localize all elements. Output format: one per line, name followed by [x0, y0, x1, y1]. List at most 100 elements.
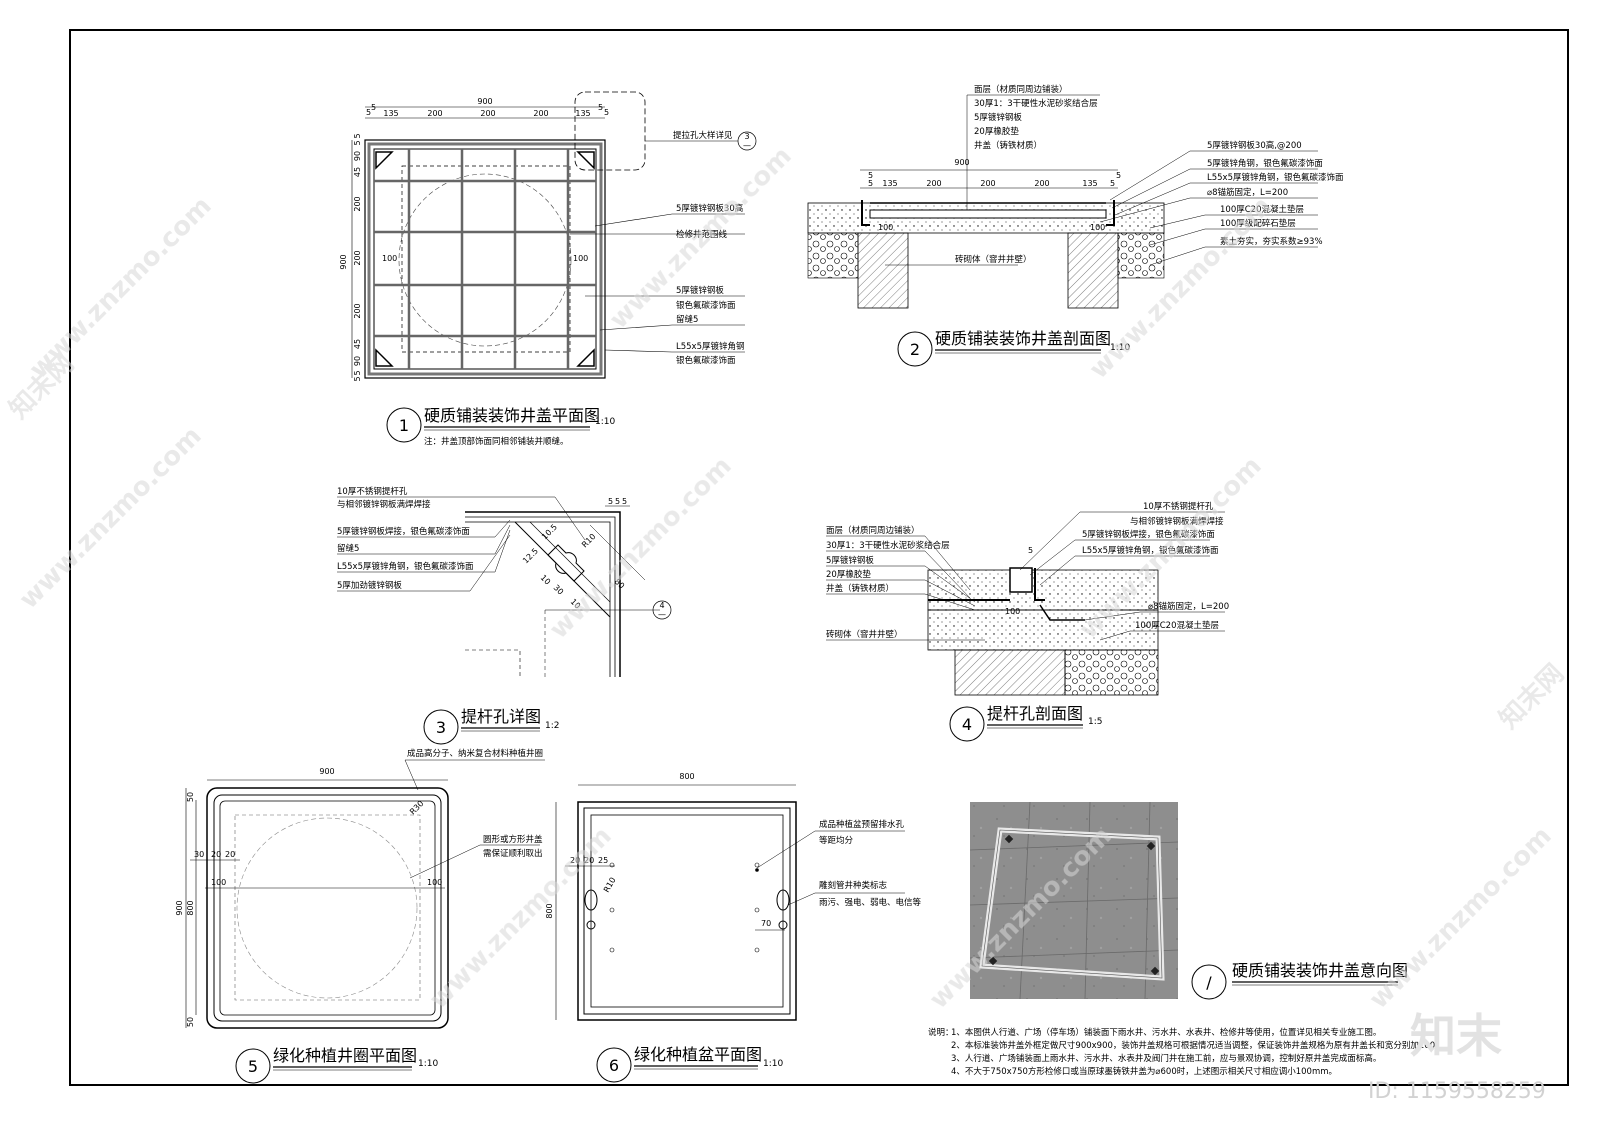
d7-corner-marks	[988, 834, 1160, 976]
svg-text:与相邻镀锌钢板满焊焊接: 与相邻镀锌钢板满焊焊接	[337, 499, 431, 510]
d1-dim-left: 45	[353, 167, 362, 177]
d2-gravel-right	[1117, 232, 1165, 279]
svg-text:5厚镀锌钢板焊接，银色氟碳漆饰面: 5厚镀锌钢板焊接，银色氟碳漆饰面	[337, 526, 470, 537]
d2-title: 硬质铺装装饰井盖剖面图	[935, 329, 1111, 348]
d1-label: 银色氟碳漆饰面	[676, 300, 736, 311]
d2-dim: 200	[1034, 179, 1049, 188]
d1-overall-left: 900	[339, 254, 348, 269]
d3-dim: R10	[580, 532, 598, 550]
d1-dim-left: 90	[353, 356, 362, 366]
d2-dim-inner: 100	[1090, 223, 1105, 232]
d3-dim: 5	[622, 497, 627, 506]
d1-dim-top: 5	[371, 103, 376, 112]
svg-text:www.znzmo.com: www.znzmo.com	[544, 451, 738, 645]
d1-dim-left: 200	[353, 250, 362, 265]
d5-overall-top: 900	[319, 767, 334, 776]
d6-scale: 1:10	[763, 1059, 783, 1069]
d6-dim-row: 20	[570, 856, 580, 865]
svg-text:砖砌体（窨井井壁）: 砖砌体（窨井井壁）	[826, 629, 903, 640]
d5-range-line	[234, 814, 421, 1001]
d7-title: 硬质铺装装饰井盖意向图	[1232, 961, 1408, 980]
drawing-1-plan: 900 5 5 135 200 200 200 135 5 5 900 5 5 …	[339, 91, 757, 447]
d5-circle	[236, 817, 418, 999]
d5-dim-50: 50	[186, 1017, 195, 1027]
d3-ref-dash: —	[658, 610, 666, 619]
d5-outer	[206, 787, 449, 1029]
drawing-4-section: 面层（材质同周边铺装） 30厚1：3干硬性水泥砂浆结合层 5厚镀锌钢板 20厚橡…	[826, 501, 1229, 742]
d1-well-circle	[398, 173, 572, 347]
notes-item: 2、本标准装饰井盖外框定做尺寸900x900，装饰井盖规格可根据情况适当调整，保…	[951, 1040, 1444, 1051]
d4-scale: 1:5	[1088, 717, 1102, 727]
d6-title: 绿化种植盆平面图	[634, 1045, 762, 1064]
d2-title-number: 2	[910, 340, 920, 359]
svg-text:L55x5厚镀锌角钢，银色氟碳漆饰面: L55x5厚镀锌角钢，银色氟碳漆饰面	[1207, 172, 1344, 183]
d6-title-bubble	[596, 1047, 632, 1083]
d2-dim: 5	[868, 171, 873, 180]
svg-text:L55x5厚镀锌角钢，银色氟碳漆饰面: L55x5厚镀锌角钢，银色氟碳漆饰面	[1082, 545, 1219, 556]
d6-mid	[583, 807, 791, 1015]
d1-outer-frame	[364, 139, 606, 379]
d5-dim-inner: 100	[427, 878, 442, 887]
sheet-border	[69, 29, 1569, 1086]
d3-dim: 10.5	[540, 522, 559, 541]
d6-label: 等距均分	[819, 835, 854, 846]
watermarks: www.znzmo.com www.znzmo.com www.znzmo.co…	[4, 141, 1570, 1015]
d1-title-number: 1	[399, 416, 409, 435]
d1-dim-top: 200	[533, 109, 548, 118]
d1-note: 注：井盖顶部饰面同相邻铺装并顺缝。	[424, 436, 569, 447]
d2-layer-labels: 面层（材质同周边铺装） 30厚1：3干硬性水泥砂浆结合层 5厚镀锌钢板 20厚橡…	[966, 84, 1100, 212]
svg-text:www.znzmo.com: www.znzmo.com	[14, 421, 208, 615]
d5-dim-row: 30	[194, 850, 204, 859]
d1-ref-label: 提拉孔大样详见	[673, 130, 733, 141]
d5-title: 绿化种植井圈平面图	[273, 1046, 417, 1065]
d1-ref-dash: —	[743, 141, 751, 150]
d3-ref-bubble	[652, 600, 672, 620]
svg-text:5厚镀锌钢板: 5厚镀锌钢板	[974, 112, 1022, 123]
d3-title-number: 3	[436, 718, 446, 737]
d2-dim: 5	[868, 179, 873, 188]
d1-scale: 1:10	[595, 417, 615, 427]
d5-dim-row: 20	[225, 850, 235, 859]
notes-item: 1、本图供人行道、广场（停车场）铺装面下雨水井、污水井、水表井、检修井等使用，位…	[951, 1027, 1381, 1038]
d2-gravel-left	[807, 232, 859, 279]
d2-dim: 200	[980, 179, 995, 188]
d2-angle-left	[861, 200, 870, 226]
svg-text:⌀8锚筋固定，L=200: ⌀8锚筋固定，L=200	[1207, 187, 1288, 198]
d2-scale: 1:10	[1110, 343, 1130, 353]
d1-dim-top: 135	[383, 109, 398, 118]
d1-inner-frame	[373, 148, 597, 370]
d2-angle-right	[1106, 200, 1115, 226]
d3-ref-number: 4	[659, 601, 664, 610]
d6-outer	[577, 801, 797, 1021]
d3-title: 提杆孔详图	[461, 707, 541, 726]
d3-dim: 30	[552, 583, 566, 597]
id-text: ID: 1159558259	[1368, 1079, 1546, 1104]
d3-plate-diagonal	[514, 521, 611, 618]
d1-dim-top: 200	[480, 109, 495, 118]
d2-wall-left	[857, 232, 909, 309]
d2-right-labels: 5厚镀锌钢板30高,@200 5厚镀锌角钢，银色氟碳漆饰面 L55x5厚镀锌角钢…	[1099, 140, 1344, 266]
d1-dim-left: 45	[353, 339, 362, 349]
d1-label: L55x5厚镀锌角钢	[676, 341, 745, 352]
general-notes: 说明： 1、本图供人行道、广场（停车场）铺装面下雨水井、污水井、水表井、检修井等…	[928, 1027, 1444, 1077]
d1-leaders	[570, 213, 745, 353]
d1-dim-inner-left: 100	[382, 254, 397, 263]
svg-text:L55x5厚镀锌角钢，银色氟碳漆饰面: L55x5厚镀锌角钢，银色氟碳漆饰面	[337, 561, 474, 572]
d1-dim-left: 90	[353, 151, 362, 161]
svg-text:留缝5: 留缝5	[337, 543, 359, 554]
svg-text:面层（材质同周边铺装）: 面层（材质同周边铺装）	[974, 84, 1068, 95]
d1-dim-left: 200	[353, 196, 362, 211]
d5-title-number: 5	[248, 1057, 258, 1076]
d4-dim-inner: 100	[1005, 607, 1020, 616]
notes-item: 3、人行道、广场铺装面上雨水井、污水井、水表井及阀门井在施工前，应与景观协调，控…	[951, 1053, 1381, 1064]
d6-label: 成品种植盆预留排水孔	[819, 819, 905, 830]
svg-text:与相邻镀锌钢板满焊焊接: 与相邻镀锌钢板满焊焊接	[1130, 516, 1224, 527]
d1-grid	[374, 149, 596, 369]
d1-dim-left: 5	[353, 133, 362, 138]
d3-dim: 10	[539, 573, 553, 587]
d6-radius: R10	[602, 876, 618, 894]
svg-text:100厚C20混凝土垫层: 100厚C20混凝土垫层	[1220, 204, 1304, 215]
d5-product-label: 成品高分子、纳米复合材料种植井圈	[407, 748, 543, 759]
d4-title: 提杆孔剖面图	[987, 704, 1083, 723]
